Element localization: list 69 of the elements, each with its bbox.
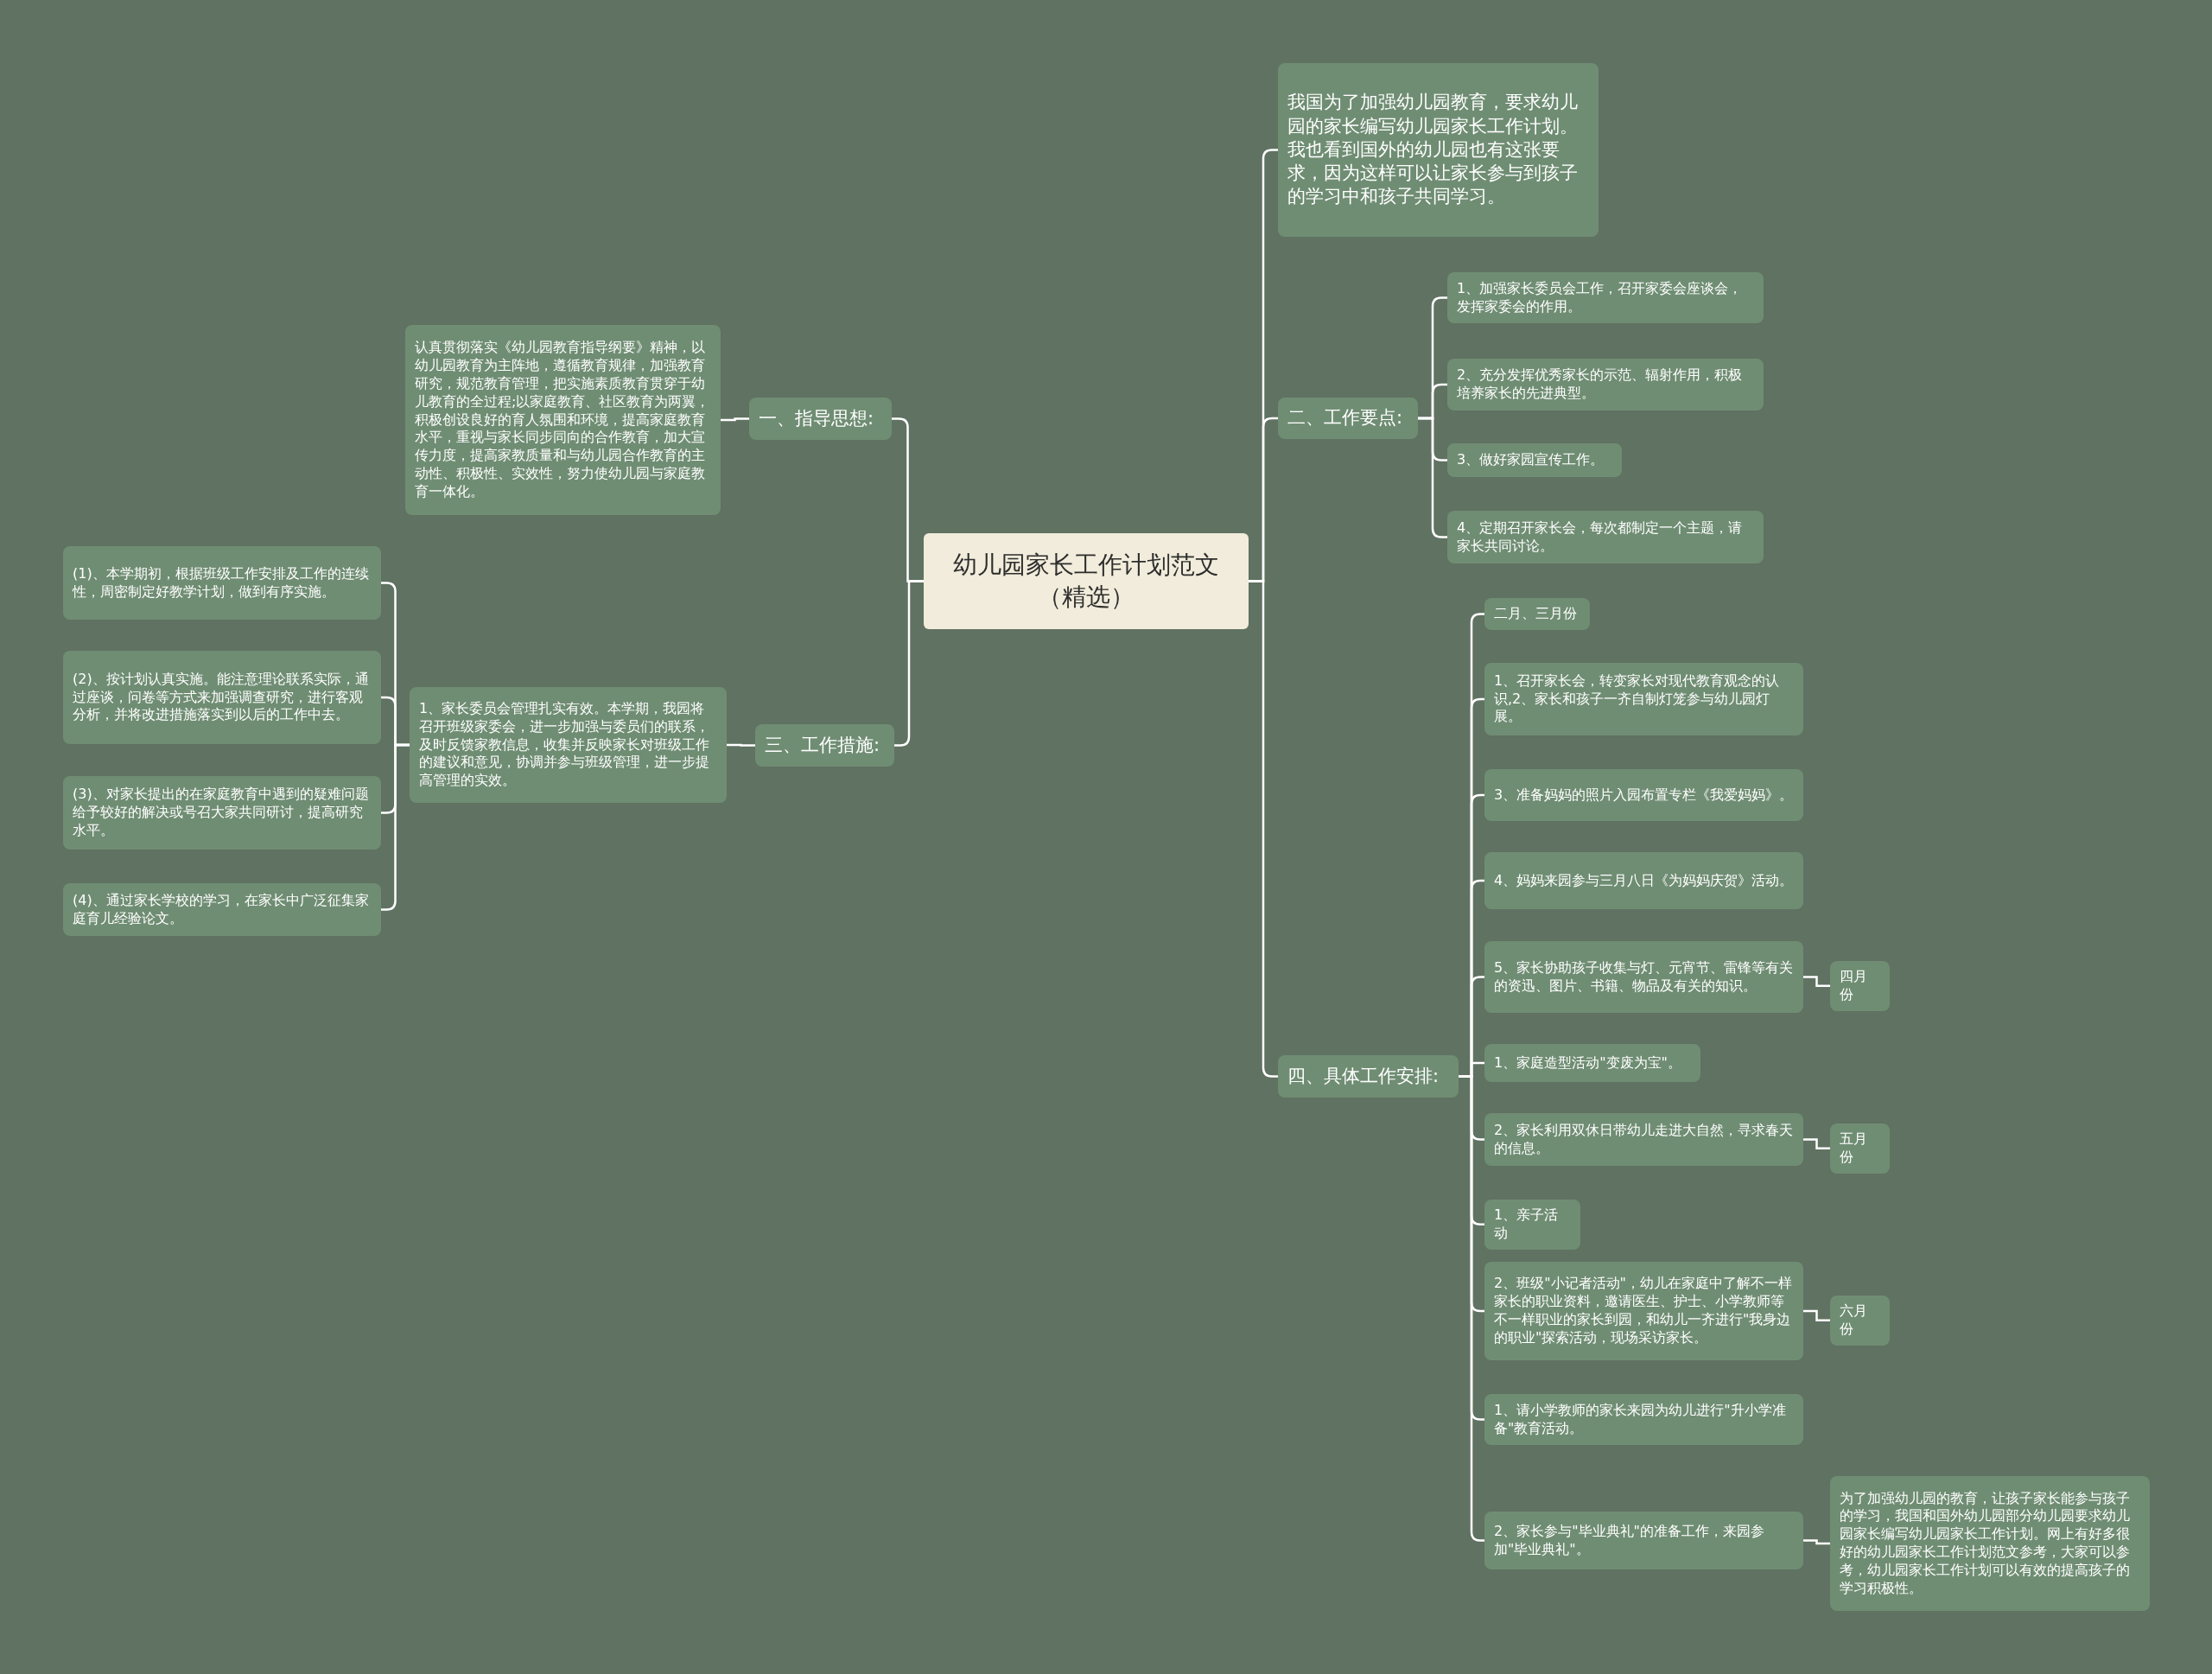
note-box bbox=[1447, 272, 1764, 323]
note-box bbox=[63, 776, 381, 850]
node-text: 三、工作措施: bbox=[765, 733, 880, 757]
connector-line bbox=[381, 743, 410, 911]
note-box bbox=[410, 687, 727, 803]
node-text: 2、家长参与"毕业典礼"的准备工作，来园参加"毕业典礼"。 bbox=[1494, 1522, 1765, 1559]
node-text: 六月份 bbox=[1840, 1302, 1868, 1339]
branch-box bbox=[1278, 1055, 1459, 1098]
note-box bbox=[1484, 1262, 1803, 1360]
node-text: 5、家长协助孩子收集与灯、元宵节、雷锋等有关的资迅、图片、书籍、物品及有关的知识。 bbox=[1494, 958, 1794, 996]
node-text: 认真贯彻落实《幼儿园教育指导纲要》精神，以幼儿园教育为主阵地，遵循教育规律，加强教育研究，规范教育管理，把实施素质教育贯穿于幼儿教育的全过程;以家庭教育、社区教育为两翼，积极创设良好的育人氛围和环境，提高家庭教育水平，重视与家长同步同向的合作教育，加大宣传力度，提高家教质量和与幼儿园合作教育的主动性、积极性、实效性，努力使幼儿园与家庭教育一体化。 bbox=[415, 339, 711, 501]
note-box bbox=[1484, 1200, 1580, 1250]
node-text: 我国为了加强幼儿园教育，要求幼儿园的家长编写幼儿园家长工作计划。我也看到国外的幼儿园也有这张要求，因为这样可以让家长参与到孩子的学习中和孩子共同学习。 bbox=[1287, 91, 1579, 209]
node-text: 1、家庭造型活动"变废为宝"。 bbox=[1494, 1053, 1681, 1073]
note-box bbox=[1830, 961, 1890, 1011]
node-text: 五月份 bbox=[1840, 1130, 1868, 1167]
connector-line bbox=[727, 743, 755, 747]
note-box bbox=[1484, 941, 1803, 1013]
node-text: 1、召开家长会，转变家长对现代教育观念的认识,2、家长和孩子一齐自制灯笼参与幼儿园灯展。 bbox=[1494, 672, 1781, 727]
note-box bbox=[1484, 1394, 1803, 1445]
node-text: 4、妈妈来园参与三月八日《为妈妈庆贺》活动。 bbox=[1494, 871, 1794, 890]
node-text: 2、家长利用双休日带幼儿走进大自然，寻求春天的信息。 bbox=[1494, 1121, 1794, 1158]
node-text: 四月份 bbox=[1840, 968, 1868, 1004]
connector-line bbox=[1803, 1309, 1830, 1322]
connector-line bbox=[1803, 1138, 1830, 1150]
note-box bbox=[1484, 852, 1803, 909]
node-text: 1、请小学教师的家长来园为幼儿进行"升小学准备"教育活动。 bbox=[1494, 1401, 1787, 1438]
node-text: 为了加强幼儿园的教育，让孩子家长能参与孩子的学习，我国和国外幼儿园部分幼儿园要求幼儿园家长编写幼儿园家长工作计划。网上有好多很好的幼儿园家长工作计划范文参考，大家可以参考，幼儿园家长工作计划可以有效的提高孩子的学习积极性。 bbox=[1840, 1489, 2131, 1598]
node-text: 2、充分发挥优秀家长的示范、辐射作用，积极培养家长的先进典型。 bbox=[1457, 366, 1744, 403]
node-text: (3)、对家长提出的在家庭教育中遇到的疑难问题给予较好的解决或号召大家共同研讨，提高研究水平。 bbox=[73, 786, 370, 840]
node-text: 3、做好家园宣传工作。 bbox=[1457, 451, 1605, 469]
topic-box bbox=[1278, 63, 1599, 237]
note-box bbox=[63, 651, 381, 744]
node-text: 1、亲子活动 bbox=[1494, 1206, 1560, 1243]
note-box bbox=[1484, 598, 1590, 630]
node-text: 一、指导思想: bbox=[759, 406, 874, 430]
node-text: 1、加强家长委员会工作，召开家委会座谈会，发挥家委会的作用。 bbox=[1457, 279, 1744, 316]
note-box bbox=[1830, 1476, 2150, 1611]
note-box bbox=[1447, 511, 1764, 563]
note-box bbox=[1447, 443, 1622, 477]
node-text: 四、具体工作安排: bbox=[1287, 1064, 1440, 1088]
node-text: (1)、本学期初，根据班级工作安排及工作的连续性，周密制定好教学计划，做到有序实施。 bbox=[73, 564, 370, 601]
node-text: 4、定期召开家长会，每次都制定一个主题，请家长共同讨论。 bbox=[1457, 519, 1744, 556]
note-box bbox=[1484, 1113, 1803, 1166]
note-box bbox=[1447, 359, 1764, 411]
branch-box bbox=[1278, 398, 1418, 439]
branch-box bbox=[749, 398, 892, 440]
note-box bbox=[1830, 1295, 1890, 1346]
node-text: 1、家长委员会管理扎实有效。本学期，我园将召开班级家委会，进一步加强与委员们的联系，及时反馈家教信息，收集并反映家长对班级工作的建议和意见，协调并参与班级管理，进一步提高管理的实效。 bbox=[419, 700, 710, 790]
node-text: (4)、通过家长学校的学习，在家长中广泛征集家庭育儿经验论文。 bbox=[73, 891, 370, 928]
note-box bbox=[1484, 663, 1803, 735]
note-box bbox=[63, 546, 381, 620]
connector-line bbox=[721, 417, 749, 422]
connector-line bbox=[1803, 1539, 1830, 1545]
note-box bbox=[1484, 1512, 1803, 1569]
connector-line bbox=[1803, 976, 1830, 988]
node-text: 二、工作要点: bbox=[1287, 406, 1403, 430]
note-box bbox=[1484, 769, 1803, 821]
node-text: (2)、按计划认真实施。能注意理论联系实际，通过座谈，问卷等方式来加强调查研究，进行客观分析，并将改进措施落实到以后的工作中去。 bbox=[73, 670, 370, 725]
central-topic-box bbox=[924, 533, 1249, 629]
node-text: 3、准备妈妈的照片入园布置专栏《我爱妈妈》。 bbox=[1494, 786, 1794, 805]
note-box bbox=[1484, 1044, 1700, 1082]
branch-box bbox=[755, 724, 894, 767]
node-text: 幼儿园家长工作计划范文（精选） bbox=[952, 550, 1220, 613]
node-text: 2、班级"小记者活动"，幼儿在家庭中了解不一样家长的职业资料，邀请医生、护士、小学教师等不一样职业的家长到园，和幼儿一齐进行"我身边的职业"探索活动，现场采访家长。 bbox=[1494, 1275, 1793, 1347]
note-box bbox=[1830, 1123, 1890, 1174]
node-text: 二月、三月份 bbox=[1494, 605, 1577, 623]
note-box bbox=[63, 883, 381, 936]
note-box bbox=[405, 325, 721, 515]
